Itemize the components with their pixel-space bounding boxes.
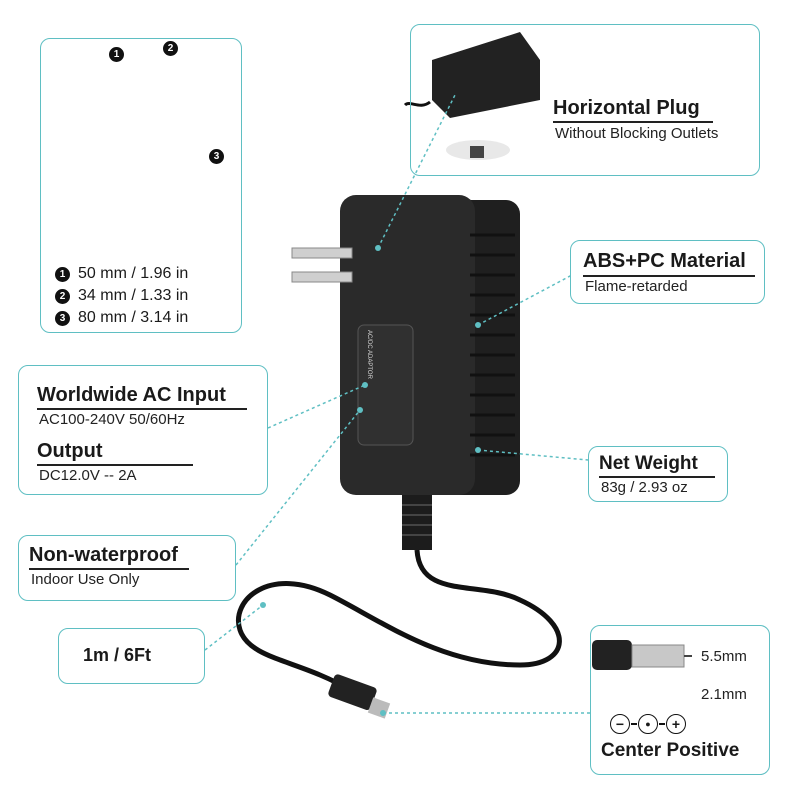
cable — [236, 549, 562, 693]
horizontal-plug-image — [403, 32, 540, 160]
input-title: Worldwide AC Input — [37, 384, 226, 406]
material-underline — [583, 275, 755, 277]
center-dot-icon: ● — [638, 714, 658, 734]
center-positive-label: Center Positive — [601, 740, 740, 761]
waterproof-subtitle: Indoor Use Only — [31, 571, 140, 588]
dimension-height: 3 80 mm / 3.14 in — [55, 309, 188, 327]
adapter-label: AC/DC ADAPTOR — [366, 330, 372, 379]
input-subtitle: AC100-240V 50/60Hz — [39, 411, 185, 428]
dimension-depth-text: 34 mm / 1.33 in — [78, 287, 189, 304]
cable-length-box: 1m / 6Ft — [58, 628, 205, 684]
dimension-marker-3-label: 3 — [55, 310, 70, 326]
dimensions-box: 1 2 3 1 50 mm / 1.96 in 2 34 mm / 1.33 i… — [40, 38, 242, 333]
output-underline — [37, 464, 193, 466]
weight-box: Net Weight 83g / 2.93 oz — [588, 446, 728, 502]
dimension-width-text: 50 mm / 1.96 in — [78, 265, 189, 282]
horizontal-plug-box: Horizontal Plug Without Blocking Outlets — [410, 24, 760, 176]
horizontal-plug-subtitle: Without Blocking Outlets — [555, 125, 719, 142]
connector-inner-diameter: 2.1mm — [701, 686, 747, 703]
cable-length-text: 1m / 6Ft — [83, 645, 152, 665]
horizontal-plug-title: Horizontal Plug — [553, 97, 700, 119]
polarity-symbols: − ● + — [609, 714, 687, 734]
material-subtitle: Flame-retarded — [585, 278, 688, 295]
weight-underline — [599, 476, 715, 478]
weight-subtitle: 83g / 2.93 oz — [601, 479, 688, 496]
connector-outer-diameter: 5.5mm — [701, 648, 747, 665]
horizontal-plug-underline — [553, 121, 713, 123]
dimension-height-text: 80 mm / 3.14 in — [78, 309, 189, 326]
dimension-marker-2: 2 — [163, 41, 178, 56]
waterproof-underline — [29, 568, 189, 570]
output-subtitle: DC12.0V -- 2A — [39, 467, 137, 484]
dc-connector-image — [592, 640, 692, 670]
material-title: ABS+PC Material — [583, 250, 746, 272]
dimension-marker-3: 3 — [209, 149, 224, 164]
dimension-marker-1: 1 — [109, 47, 124, 62]
dimension-width: 1 50 mm / 1.96 in — [55, 265, 188, 283]
waterproof-box: Non-waterproof Indoor Use Only — [18, 535, 236, 601]
minus-icon: − — [610, 714, 630, 734]
waterproof-title: Non-waterproof — [29, 544, 178, 566]
output-title: Output — [37, 440, 103, 462]
input-output-box: Worldwide AC Input AC100-240V 50/60Hz Ou… — [18, 365, 268, 495]
dimension-marker-2-label: 2 — [55, 288, 70, 304]
weight-title: Net Weight — [599, 453, 698, 474]
dimension-depth: 2 34 mm / 1.33 in — [55, 287, 188, 305]
material-box: ABS+PC Material Flame-retarded — [570, 240, 765, 304]
dimension-marker-1-label: 1 — [55, 266, 70, 282]
plus-icon: + — [666, 714, 686, 734]
adapter-body — [291, 195, 520, 550]
input-underline — [37, 408, 247, 410]
connector-box: 5.5mm 2.1mm − ● + Center Positive — [590, 625, 770, 775]
